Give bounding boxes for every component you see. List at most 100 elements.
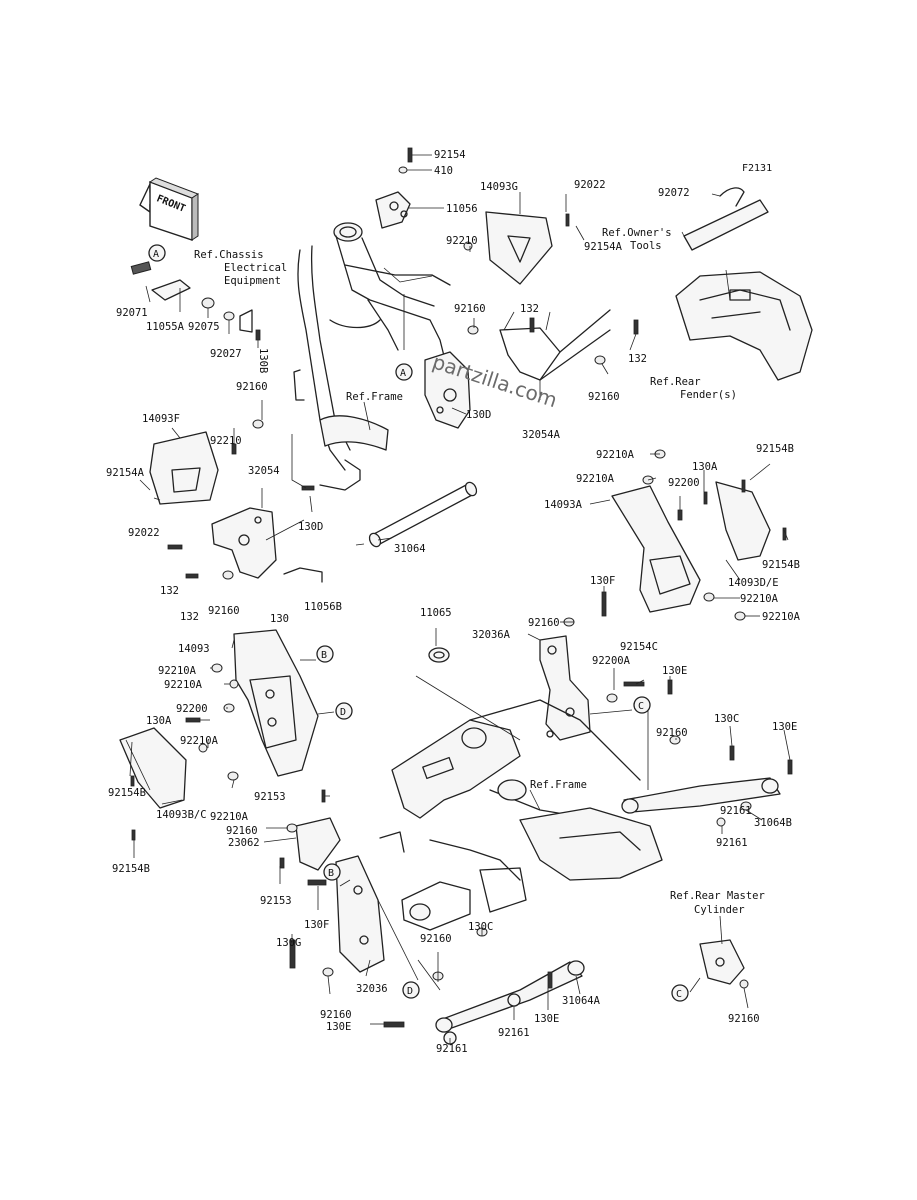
part-label: 92160	[656, 727, 688, 739]
part-label: 92210A	[762, 611, 801, 623]
leader-lines	[125, 154, 791, 1044]
ref-chassis-line1: Ref.Chassis	[194, 249, 264, 261]
ref-fender-line2: Fender(s)	[680, 389, 737, 401]
part-label: 11065	[420, 607, 452, 619]
pipe-31064-drawing	[368, 481, 478, 548]
part-label: 14093	[178, 643, 210, 655]
part-label: 23062	[228, 837, 260, 849]
part-label: 92200	[176, 703, 208, 715]
part-label: 130E	[662, 665, 687, 677]
part-label: 31064B	[754, 817, 792, 829]
callout-markers: A A B B C C D D	[148, 244, 689, 1002]
ref-fender-line1: Ref.Rear	[650, 376, 701, 388]
part-label: 92160	[208, 605, 240, 617]
part-label: 92200	[668, 477, 700, 489]
part-number-labels: 92154 410 11056 14093G 92022 92072 92210…	[106, 149, 801, 1055]
rear-master-bracket-drawing	[699, 939, 745, 985]
part-label: 132	[180, 611, 199, 623]
part-label: 132	[520, 303, 539, 315]
bracket-23062-drawing	[295, 817, 341, 871]
part-label: 130A	[146, 715, 172, 727]
part-label: 11055A	[146, 321, 185, 333]
part-label: 32054	[248, 465, 280, 477]
callout-b-cover: B	[321, 650, 327, 661]
part-label: 14093B/C	[156, 809, 207, 821]
part-label: 92210A	[164, 679, 203, 691]
lower-frame-drawing	[379, 699, 781, 1033]
callout-marker-a-frame: A	[395, 363, 413, 381]
part-label: 92210	[446, 235, 478, 247]
part-label: 92161	[720, 805, 752, 817]
bracket-32036-drawing	[335, 855, 385, 973]
part-label: 92210A	[158, 665, 197, 677]
owners-tools-drawing	[683, 187, 769, 251]
part-label: 92160	[454, 303, 486, 315]
ref-tools-line1: Ref.Owner's	[602, 227, 672, 239]
part-label: 130	[270, 613, 289, 625]
part-label: 92210	[210, 435, 242, 447]
part-label: 132	[160, 585, 179, 597]
callout-marker-d-cover: D	[335, 702, 353, 720]
part-label: 14093G	[480, 181, 518, 193]
cover-14093F-drawing	[149, 431, 219, 505]
part-label: 92072	[658, 187, 690, 199]
part-label: 130E	[534, 1013, 559, 1025]
part-label: 92154A	[106, 467, 145, 479]
callout-d-lower: D	[407, 986, 413, 997]
part-label: 92071	[116, 307, 148, 319]
part-label: 92160	[236, 381, 268, 393]
part-label: 130D	[298, 521, 323, 533]
part-label: 92210A	[180, 735, 219, 747]
part-label: 92154A	[584, 241, 623, 253]
part-label: 130G	[276, 937, 301, 949]
part-label: 92160	[728, 1013, 760, 1025]
bracket-32036A-drawing	[539, 635, 591, 741]
ref-chassis-line2: Electrical	[224, 262, 287, 274]
callout-d-cover: D	[340, 707, 346, 718]
callout-marker-c-master: C	[671, 984, 689, 1002]
part-label: 92027	[210, 348, 242, 360]
upper-frame-drawing	[293, 191, 611, 491]
callout-a-frame: A	[400, 368, 406, 379]
part-label: 130E	[326, 1021, 351, 1033]
cover-14093B-C-drawing	[119, 727, 187, 809]
part-label: 92210A	[576, 473, 615, 485]
part-label: 31064A	[562, 995, 601, 1007]
part-label: 130D	[466, 409, 491, 421]
part-label: 92160	[588, 391, 620, 403]
callout-c-master: C	[676, 989, 682, 1000]
cover-14093G-drawing	[485, 211, 553, 285]
ref-chassis-line3: Equipment	[224, 275, 281, 287]
part-label: 92022	[128, 527, 160, 539]
reference-labels: Ref.Chassis Electrical Equipment Ref.Own…	[194, 227, 765, 916]
part-label: 92161	[716, 837, 748, 849]
upper-left-parts-drawing	[130, 261, 261, 341]
part-label: 92154B	[762, 559, 800, 571]
part-label: 92154C	[620, 641, 658, 653]
part-label: 14093F	[142, 413, 180, 425]
callout-a-upper: A	[153, 249, 159, 260]
part-label: 11056B	[304, 601, 342, 613]
callout-b-bracket: B	[328, 868, 334, 879]
part-label: 92160	[226, 825, 258, 837]
part-label: 92154B	[108, 787, 146, 799]
ref-master-line1: Ref.Rear Master	[670, 890, 765, 902]
part-label: 130F	[590, 575, 615, 587]
part-label: 92154	[434, 149, 466, 161]
cover-14093-drawing	[233, 629, 319, 777]
part-label: 32054A	[522, 429, 561, 441]
part-label: 92210A	[740, 593, 779, 605]
part-label: 14093D/E	[728, 577, 779, 589]
ref-tools-line2: Tools	[630, 240, 662, 252]
part-label: 14093A	[544, 499, 583, 511]
callout-c-frame: C	[638, 701, 644, 712]
part-label: 130C	[714, 713, 739, 725]
part-label: 130A	[692, 461, 718, 473]
part-label: 92210A	[596, 449, 635, 461]
part-label: 130B	[257, 348, 269, 373]
part-label: 92075	[188, 321, 220, 333]
part-label: 92153	[260, 895, 292, 907]
part-label: 92160	[420, 933, 452, 945]
part-label: 31064	[394, 543, 426, 555]
